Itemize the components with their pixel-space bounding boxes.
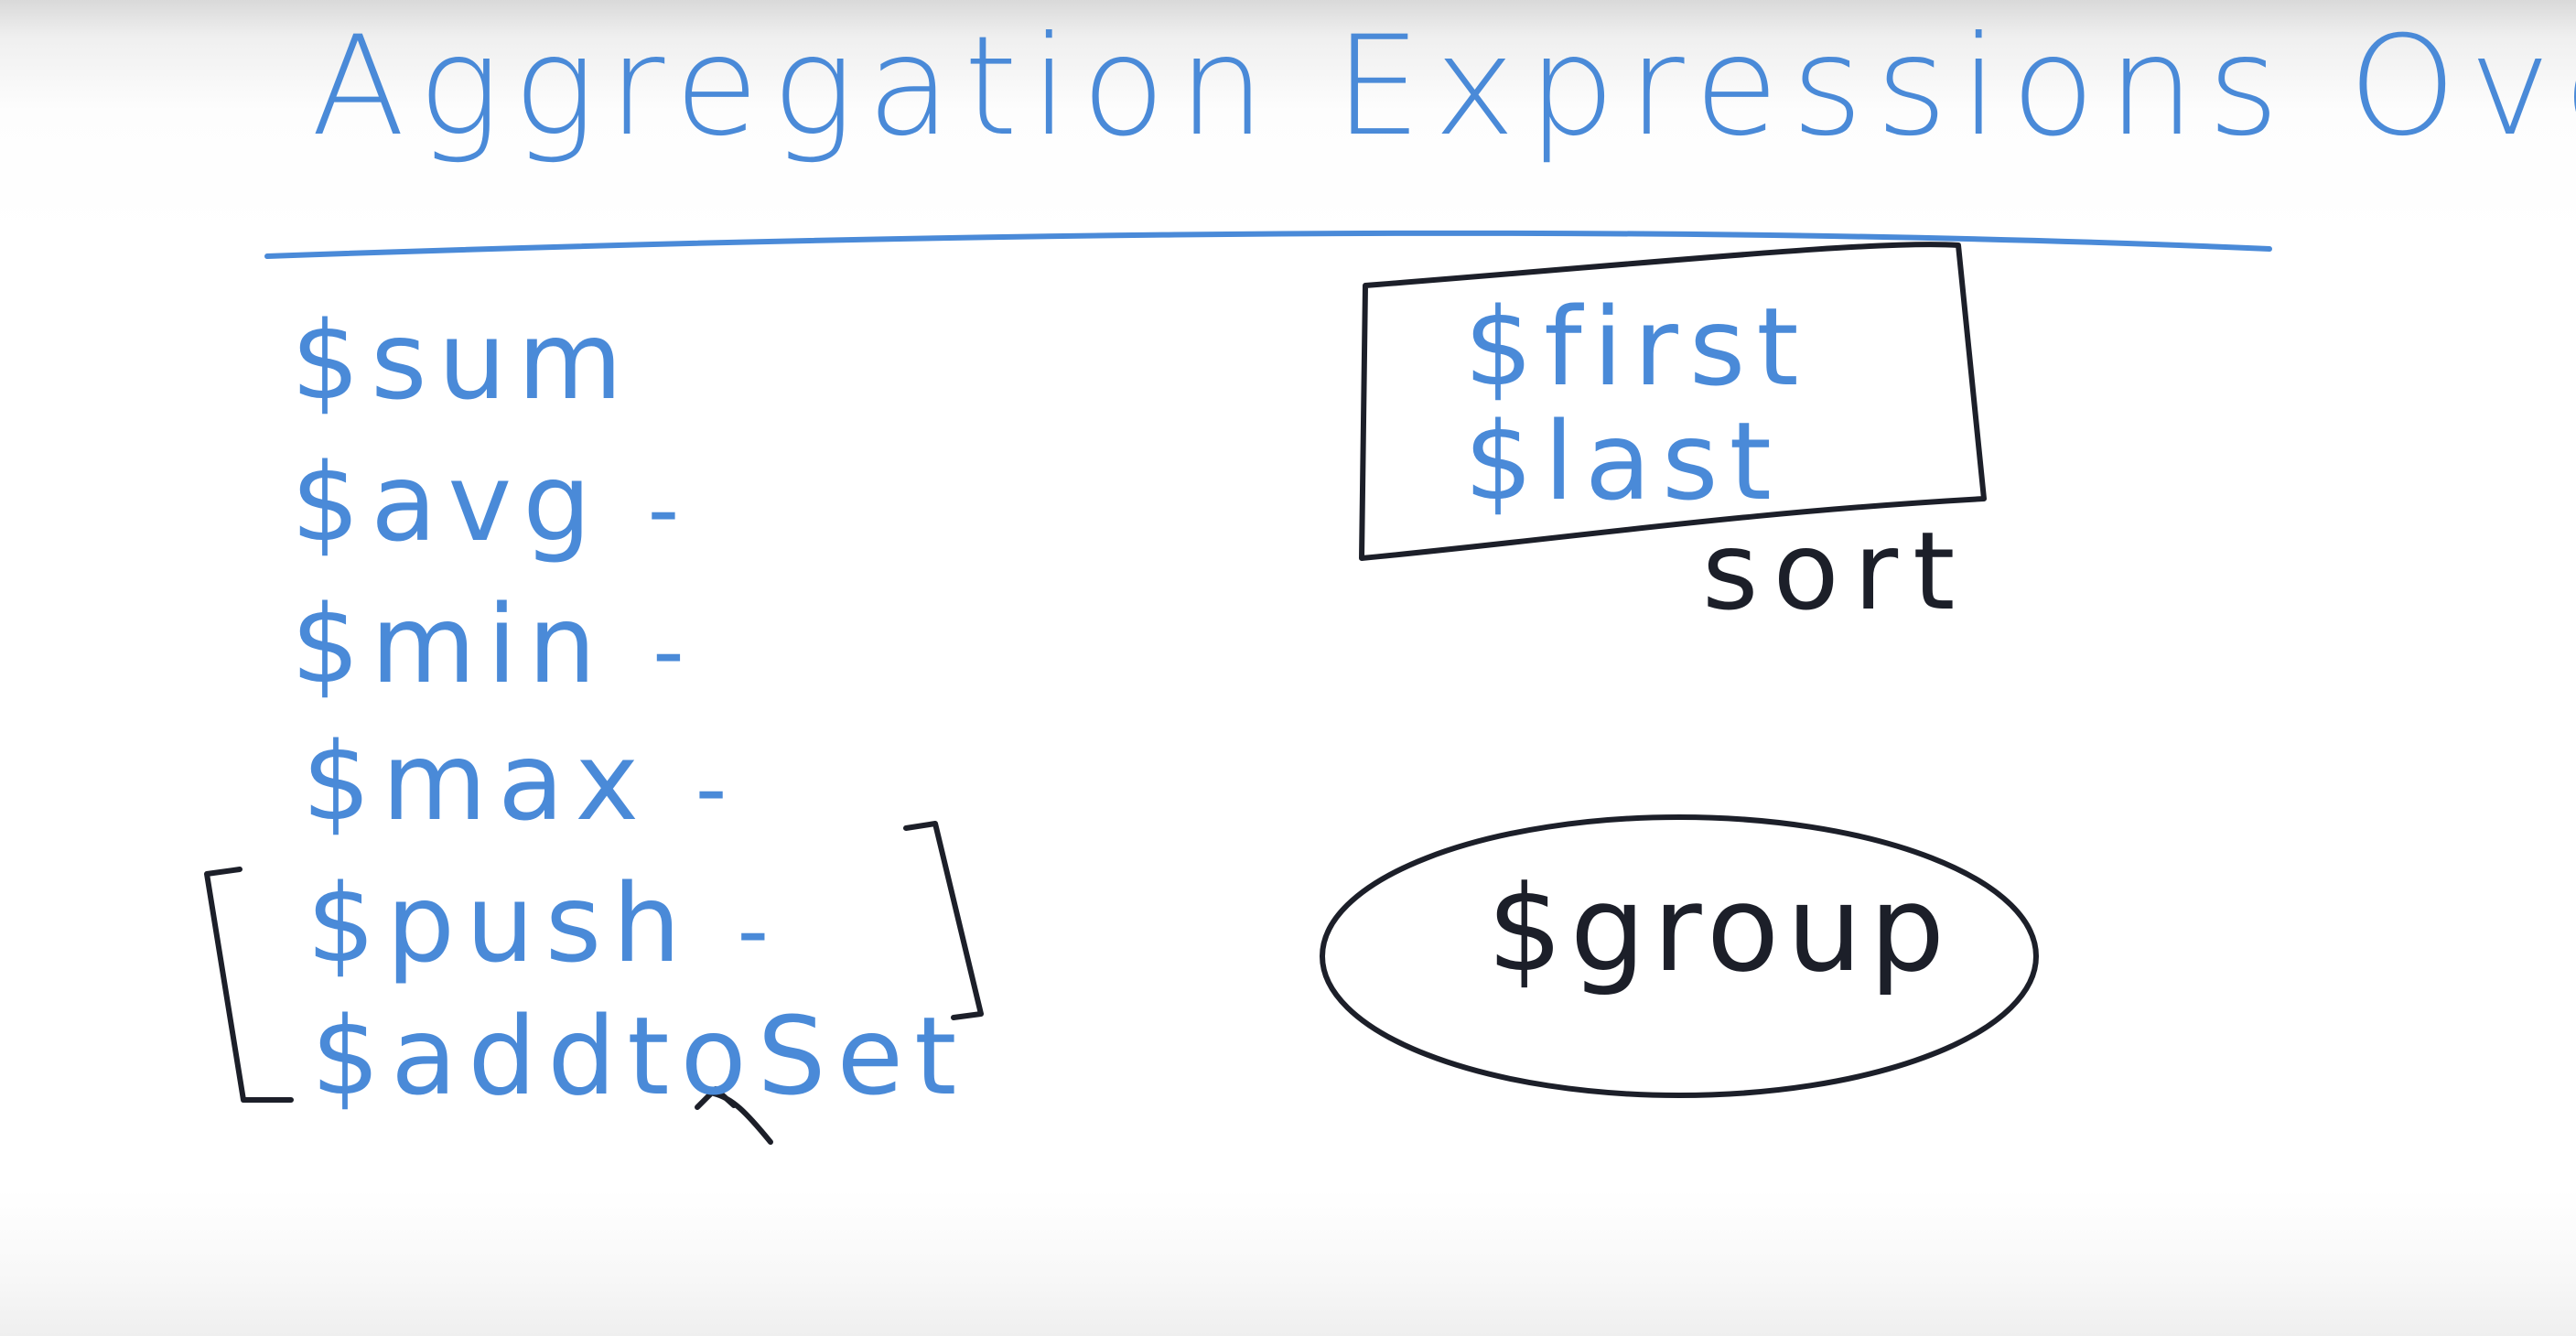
expr-max: $max - xyxy=(302,727,738,835)
expr-push-label: $push xyxy=(307,860,693,986)
boxed-expr-last: $last xyxy=(1464,398,1783,524)
diagram-title: Aggregation Expressions Overview xyxy=(311,7,2576,167)
expr-max-label: $max xyxy=(302,718,651,845)
sort-note: sort xyxy=(1702,508,1970,634)
expr-addtoset: $addtoSet xyxy=(311,1002,967,1110)
first-last-box xyxy=(1359,242,1987,561)
expr-avg-label: $avg xyxy=(291,439,603,566)
group-stage-label: $group xyxy=(1487,859,1953,998)
expr-avg: $avg - xyxy=(291,448,690,556)
expr-avg-dash: - xyxy=(647,458,691,561)
push-addtoset-bracket-right xyxy=(903,821,984,1020)
boxed-expr-first: $first xyxy=(1464,284,1810,410)
expr-max-dash: - xyxy=(695,738,738,840)
expr-push: $push - xyxy=(307,869,780,977)
expr-sum-label: $sum xyxy=(291,297,634,424)
expr-min: $min - xyxy=(291,590,695,698)
expr-sum: $sum xyxy=(291,307,633,415)
push-addtoset-bracket-left xyxy=(204,867,294,1103)
title-underline xyxy=(264,230,2272,259)
expr-addtoset-label: $addtoSet xyxy=(311,993,968,1119)
expr-push-dash: - xyxy=(737,879,781,982)
expr-min-dash: - xyxy=(652,600,695,703)
expr-min-label: $min xyxy=(291,581,608,707)
group-ellipse xyxy=(1320,814,2039,1098)
addtoset-arrow xyxy=(695,1086,773,1145)
